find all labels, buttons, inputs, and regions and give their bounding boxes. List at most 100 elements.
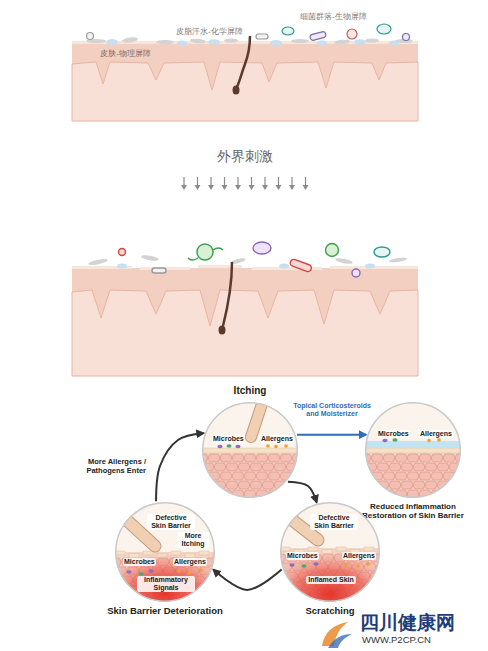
skin-cross-section (293, 454, 304, 462)
skin-cross-section (203, 499, 214, 507)
skin-cross-section (372, 490, 383, 498)
skin-cross-section (202, 448, 298, 453)
skin-cross-section (217, 445, 222, 449)
hair-bulb (219, 326, 226, 335)
part-label: Microbes (123, 558, 156, 566)
skin-cross-section (176, 621, 187, 629)
watermark-logo (328, 634, 352, 648)
healthy-skin-panel (72, 43, 418, 121)
skin-cross-section (197, 454, 208, 462)
watermark-logo (322, 622, 352, 648)
skin-cross-section (427, 439, 431, 443)
broken-barrier (198, 265, 242, 268)
skin-cross-section (360, 490, 371, 498)
stage-title: Scratching (255, 606, 405, 617)
skin-cross-section (371, 590, 382, 598)
stimulus-arrows (181, 177, 187, 190)
skin-cross-section (293, 617, 304, 625)
skin-cross-section (414, 481, 425, 489)
skin-cross-section (245, 508, 256, 516)
bacteria (289, 258, 312, 272)
skin-cross-section (313, 562, 318, 566)
skin-cross-section (200, 621, 211, 629)
skin-cross-section (212, 567, 223, 575)
skin-cross-section (287, 608, 298, 616)
skin-cross-section (202, 448, 298, 498)
sebum-flakes (291, 39, 309, 43)
skin-cross-section (227, 463, 238, 471)
bacteria (87, 24, 410, 41)
skin-cross-section (251, 517, 262, 525)
hair-bulb (233, 86, 240, 95)
arrow-label: Topical Corticosteroids and Moisterizer (289, 402, 375, 418)
skin-cross-section (275, 572, 286, 580)
lifted-flakes (141, 254, 159, 261)
skin-cross-section (209, 454, 220, 462)
part-label: Allergens (419, 430, 453, 438)
skin-cross-section (287, 590, 298, 598)
skin-cross-section (209, 508, 220, 516)
skin-cross-section (275, 463, 286, 471)
bacteria (87, 33, 94, 40)
skin-cross-section (266, 444, 270, 448)
skin-cross-section (353, 617, 364, 625)
sweat-drops (106, 39, 118, 45)
stimulus-arrows (235, 177, 241, 190)
bacteria (253, 242, 271, 254)
sebum-flakes (190, 38, 206, 44)
sebum-flakes (334, 39, 350, 45)
skin-cross-section (377, 599, 388, 607)
skin-cross-section (275, 517, 286, 525)
skin-cross-section (432, 454, 443, 462)
skin-cross-section (378, 463, 389, 471)
part-label: Microbes (377, 430, 410, 438)
skin-cross-section (293, 599, 304, 607)
stage-title: Itching (182, 385, 318, 397)
skin-cross-section (287, 481, 298, 489)
skin-section-illustration (202, 402, 298, 498)
skin-cross-section (227, 481, 238, 489)
skin-cross-section (251, 499, 262, 507)
skin-cross-section (275, 499, 286, 507)
skin-cross-section (257, 454, 268, 462)
skin-cross-section (390, 463, 401, 471)
circle-outline (116, 503, 215, 602)
stimulus-label: 外界刺激 (195, 148, 295, 164)
skin-cross-section (197, 398, 304, 525)
skin-cross-section (365, 617, 376, 625)
skin-cross-section (402, 463, 413, 471)
skin-cross-section (215, 463, 226, 471)
part-label: Allergens (260, 435, 294, 443)
skin-cross-section (426, 463, 437, 471)
skin-cross-section (197, 472, 208, 480)
skin-cross-section (281, 581, 292, 589)
skin-cross-section (336, 547, 346, 551)
skin-cross-section (420, 454, 431, 462)
skin-cross-section (239, 517, 250, 525)
skin-cross-section (456, 472, 467, 480)
skin-cross-section (152, 621, 163, 629)
bacteria (347, 29, 357, 39)
bacteria (282, 27, 294, 35)
stage-title: Reduced Inflammation Restoration of Skin… (351, 502, 475, 520)
skin-cross-section (365, 402, 461, 498)
skin-cross-section (281, 617, 292, 625)
skin-cross-section (263, 481, 274, 489)
skin-cross-section (287, 499, 298, 507)
sweat-drops (208, 39, 220, 45)
sebum-flakes (224, 39, 238, 43)
skin-cross-section (438, 463, 449, 471)
skin-cross-section (366, 562, 370, 566)
skin-cross-section (392, 438, 397, 442)
skin-cross-section (365, 441, 461, 448)
sebum-flakes (122, 37, 139, 44)
bacteria (352, 269, 360, 277)
skin-cross-section (110, 594, 121, 602)
bacteria (374, 247, 390, 257)
bacteria (309, 31, 326, 41)
skin-cross-section (372, 454, 383, 462)
skin-cross-section (359, 608, 370, 616)
skin-cross-section (408, 472, 419, 480)
part-label: More Itching (177, 532, 209, 548)
